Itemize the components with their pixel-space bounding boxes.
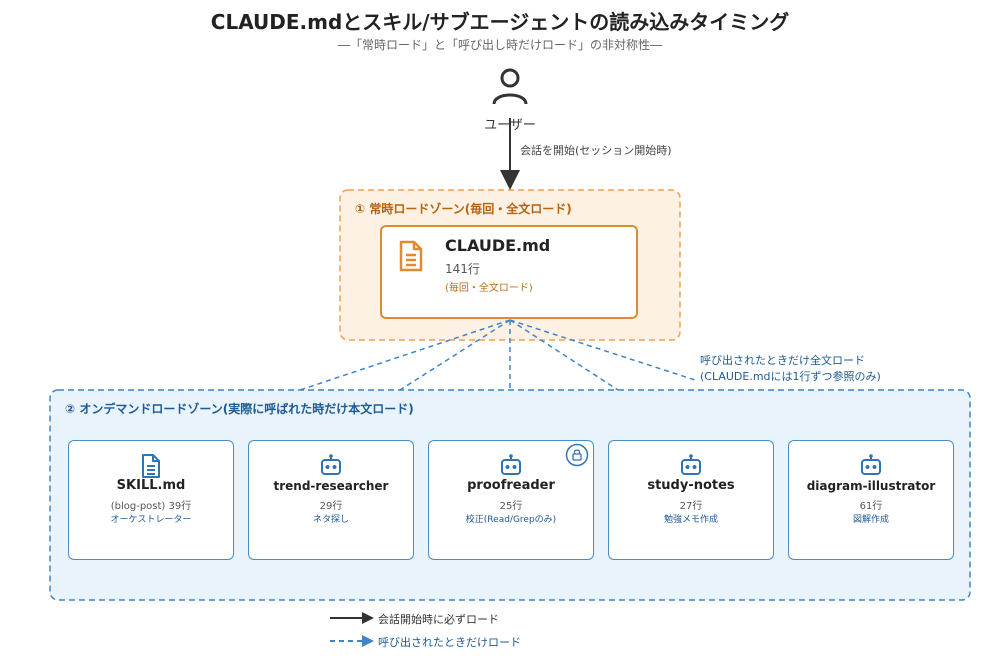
user-icon xyxy=(492,68,528,105)
claude-md-card xyxy=(380,225,638,319)
card-description: 図解作成 xyxy=(852,515,889,525)
proofreader-card: proofreader 25行 校正(Read/Grepのみ) xyxy=(428,440,594,560)
card-name: diagram-illustrator xyxy=(806,479,936,493)
diagram-subtitle: ―「常時ロード」と「呼び出し時だけロード」の非対称性― xyxy=(337,38,662,52)
card-description: 校正(Read/Grepのみ) xyxy=(465,515,557,525)
card-lines: 25行 xyxy=(499,501,523,512)
legend-solid-arrowhead xyxy=(362,612,374,624)
robot-icon xyxy=(320,454,342,480)
card-name: study-notes xyxy=(647,478,735,493)
legend-dashed-arrowhead xyxy=(362,635,374,647)
study-notes-card: study-notes 27行 勉強メモ作成 xyxy=(608,440,774,560)
ondemand-zone-title: ② オンデマンドロードゾーン(実際に呼ばれた時だけ本文ロード) xyxy=(65,402,414,416)
document-icon xyxy=(398,240,424,276)
card-name: SKILL.md xyxy=(116,478,186,493)
card-lines: 29行 xyxy=(319,501,343,512)
robot-icon xyxy=(680,454,702,480)
legend-dashed-label: 呼び出されたときだけロード xyxy=(378,636,521,649)
card-name: proofreader xyxy=(467,478,555,493)
start-session-label: 会話を開始(セッション開始時) xyxy=(520,144,672,157)
legend-solid-label: 会話開始時に必ずロード xyxy=(378,613,499,626)
ondemand-note-line2: (CLAUDE.mdには1行ずつ参照のみ) xyxy=(700,370,881,383)
lock-icon xyxy=(565,443,589,471)
card-description: ネタ探し xyxy=(312,515,349,525)
card-lines: 27行 xyxy=(679,501,703,512)
document-icon xyxy=(141,454,161,482)
card-description: 勉強メモ作成 xyxy=(663,515,718,525)
claude-md-lines: 141行 xyxy=(445,262,480,276)
diagram-title: CLAUDE.mdとスキル/サブエージェントの読み込みタイミング xyxy=(210,10,790,34)
card-lines: 61行 xyxy=(859,501,883,512)
always-zone-title: ① 常時ロードゾーン(毎回・全文ロード) xyxy=(355,202,572,216)
claude-md-note: (毎回・全文ロード) xyxy=(445,283,533,294)
robot-icon xyxy=(860,454,882,480)
trend-researcher-card: trend-researcher 29行 ネタ探し xyxy=(248,440,414,560)
skill-md-card: SKILL.md (blog-post) 39行 オーケストレーター xyxy=(68,440,234,560)
ondemand-note-line1: 呼び出されたときだけ全文ロード xyxy=(700,354,865,367)
ondemand-note: 呼び出されたときだけ全文ロード (CLAUDE.mdには1行ずつ参照のみ) xyxy=(700,353,881,385)
card-description: オーケストレーター xyxy=(110,515,192,525)
user-label: ユーザー xyxy=(484,118,536,133)
robot-icon xyxy=(500,454,522,480)
diagram-illustrator-card: diagram-illustrator 61行 図解作成 xyxy=(788,440,954,560)
claude-md-name: CLAUDE.md xyxy=(445,236,551,255)
ondemand-connectors xyxy=(299,319,696,391)
card-lines: (blog-post) 39行 xyxy=(110,501,192,512)
card-name: trend-researcher xyxy=(273,479,389,493)
